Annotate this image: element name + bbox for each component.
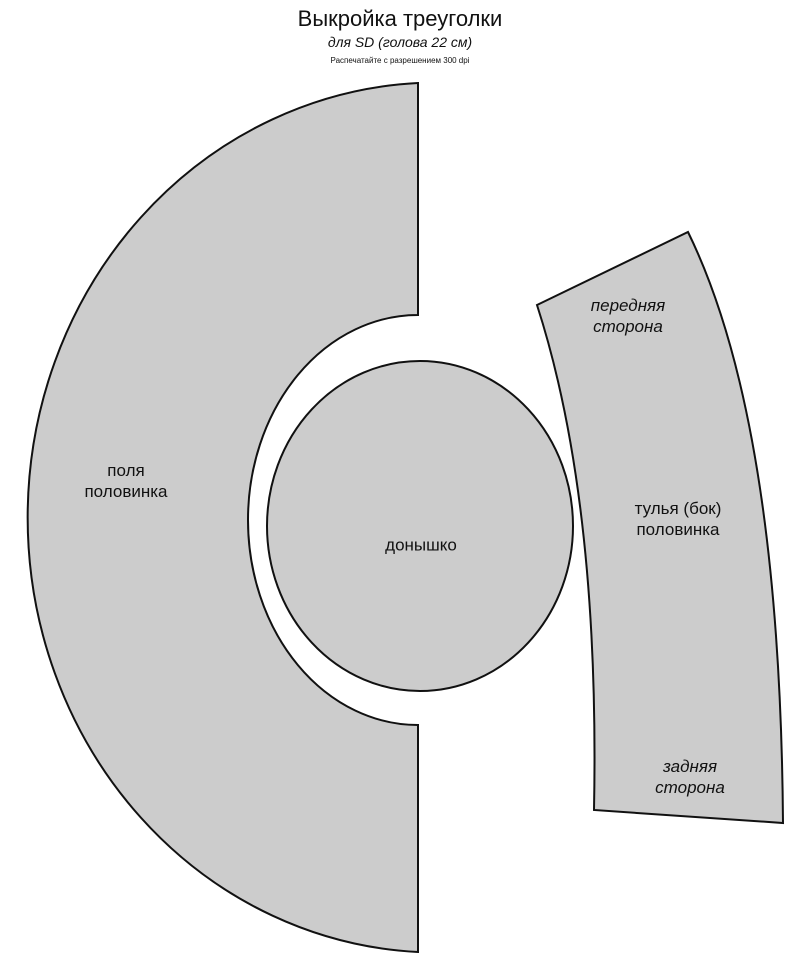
crown-top-piece — [266, 360, 574, 692]
side-band-line1: тулья (бок) — [634, 499, 722, 518]
crown-top-label: донышко — [385, 535, 457, 555]
brim-piece — [26, 81, 419, 954]
front-side-label: передняя сторона — [591, 295, 665, 337]
front-line1: передняя — [590, 296, 666, 315]
side-band-label: тулья (бок) половинка — [635, 498, 722, 540]
back-line1: задняя — [662, 757, 718, 776]
back-side-label: задняя сторона — [655, 756, 725, 798]
brim-label-line1: поля — [107, 461, 145, 480]
print-note: Распечатайте с разрешением 300 dpi — [330, 56, 470, 65]
side-band-piece — [535, 230, 785, 825]
front-line2: сторона — [593, 317, 663, 336]
back-line2: сторона — [655, 778, 725, 797]
brim-label-line2: половинка — [84, 482, 168, 501]
page-title: Выкройка треуголки — [297, 6, 503, 31]
page-subtitle: для SD (голова 22 см) — [327, 34, 473, 50]
brim-label: поля половинка — [84, 460, 167, 502]
side-band-line2: половинка — [636, 520, 720, 539]
